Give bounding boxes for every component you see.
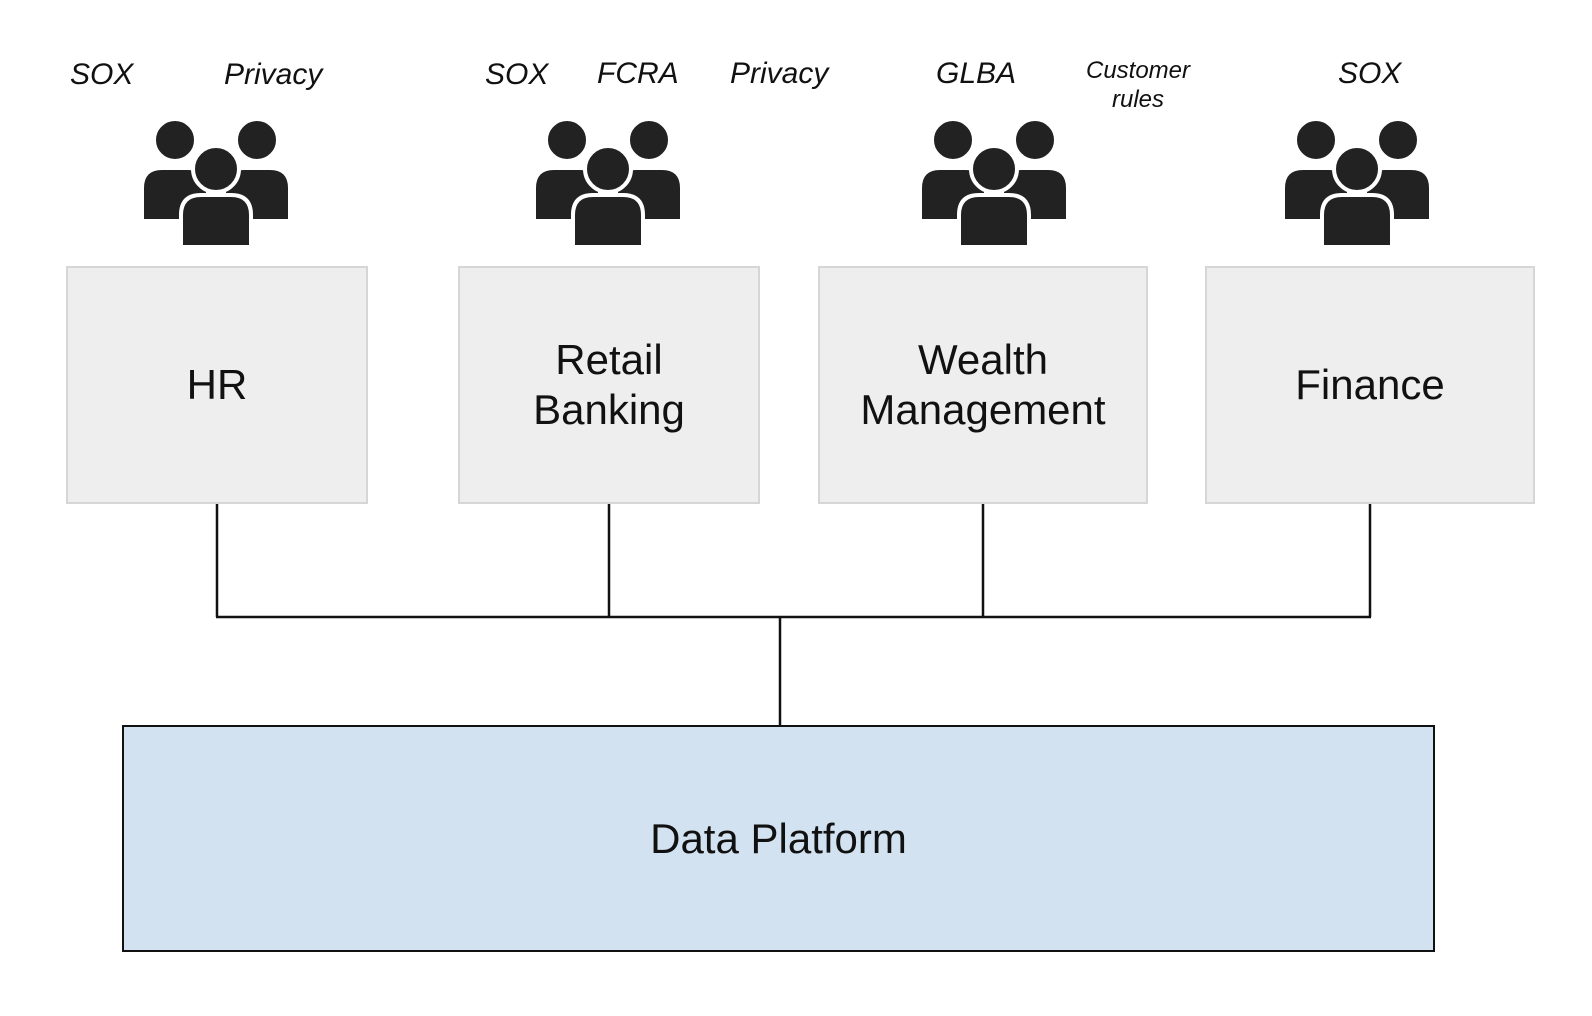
people-group-icon [1281, 118, 1433, 248]
data-platform-label: Data Platform [650, 814, 907, 862]
people-group-icon [140, 118, 292, 248]
unit-box-hr: HR [66, 266, 368, 504]
unit-label-retail-banking: Retail Banking [533, 336, 685, 433]
unit-box-finance: Finance [1205, 266, 1535, 504]
unit-box-retail-banking: Retail Banking [458, 266, 760, 504]
people-group-icon [532, 118, 684, 248]
people-group-icon [918, 118, 1070, 248]
unit-label-wealth-management: Wealth Management [860, 336, 1106, 433]
regulation-label-hr-sox: SOX [70, 58, 134, 91]
regulation-label-retail-privacy: Privacy [730, 57, 829, 90]
regulation-label-retail-sox: SOX [485, 58, 549, 91]
regulation-label-wealth-customer-rules: Customer rules [1085, 57, 1191, 113]
regulation-label-finance-sox: SOX [1338, 57, 1402, 90]
regulation-label-retail-fcra: FCRA [597, 57, 679, 90]
unit-box-wealth-management: Wealth Management [818, 266, 1148, 504]
unit-label-finance: Finance [1295, 361, 1445, 408]
regulation-label-hr-privacy: Privacy [224, 58, 323, 91]
unit-label-hr: HR [186, 361, 248, 408]
regulation-label-wealth-glba: GLBA [936, 57, 1017, 90]
data-platform-box: Data Platform [122, 725, 1435, 952]
